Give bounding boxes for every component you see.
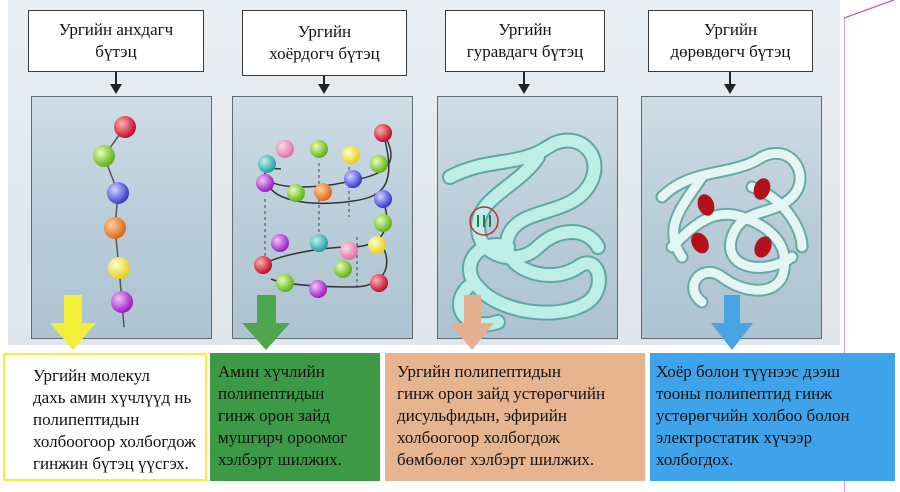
arrow-tertiary <box>450 295 494 350</box>
connector-arrow-1-head <box>110 84 122 94</box>
amino-acid-bead <box>93 145 115 167</box>
desc-secondary-line-3: гинж орон зайд <box>218 406 331 425</box>
heme-groups <box>691 178 772 258</box>
connector-arrow-3-head <box>518 84 530 94</box>
amino-acid-bead <box>107 182 129 204</box>
title-secondary-line-2: хоёрдогч бүтэц <box>269 44 380 63</box>
pointer-arrows <box>50 295 753 350</box>
title-secondary-line-1: Ургийн <box>297 22 352 41</box>
desc-quaternary-line-4: электростатик хүчээр <box>656 428 813 447</box>
title-secondary: Ургийн хоёрдогч бүтэц <box>242 10 407 76</box>
desc-primary: Ургийн молекул дахь амин хүчлүүд нь поли… <box>3 353 207 481</box>
desc-secondary-line-1: Амин хүчлийн <box>218 362 325 381</box>
arrow-primary <box>50 295 96 350</box>
desc-secondary-line-4: мушгирч ороомог <box>218 428 348 447</box>
desc-tertiary-line-4: холбоогоор холбогдож <box>397 428 560 447</box>
desc-quaternary-line-2: тооны полипептид гинж <box>656 384 833 403</box>
amino-acid-bead <box>114 116 136 138</box>
desc-tertiary-line-3: дисульфидын, эфирийн <box>397 406 567 425</box>
title-primary: Ургийн анхдагч бүтэц <box>28 10 204 72</box>
desc-tertiary-line-1: Ургийн полипептидын <box>397 362 561 381</box>
title-primary-line-1: Ургийн анхдагч <box>58 20 174 39</box>
primary-chain-illustration <box>93 116 136 328</box>
title-tertiary-line-1: Ургийн <box>498 20 552 39</box>
desc-quaternary-line-5: холбогдох. <box>656 450 734 469</box>
desc-secondary-line-5: хэлбэрт шилжих. <box>218 450 342 469</box>
title-tertiary: Ургийн гуравдагч бүтэц <box>445 10 605 72</box>
title-tertiary-line-2: гуравдагч бүтэц <box>466 42 584 61</box>
secondary-helix-illustration <box>254 124 392 298</box>
panel-primary <box>31 96 212 339</box>
arrow-quaternary <box>711 295 753 350</box>
desc-tertiary-line-5: бөмбөлөг хэлбэрт шилжих. <box>397 450 595 469</box>
desc-tertiary: Ургийн полипептидын гинж орон зайд устөр… <box>385 353 645 481</box>
amino-acid-bead <box>104 217 126 239</box>
desc-primary-line-5: гинжин бүтэц үүсгэх. <box>33 454 189 473</box>
title-quaternary: Ургийн дөрөвдөгч бүтэц <box>648 10 813 72</box>
desc-primary-line-3: полипептидын <box>33 410 140 429</box>
arrow-secondary <box>242 295 290 350</box>
title-connector-arrows <box>110 72 736 94</box>
amino-acid-bead <box>108 257 130 279</box>
connector-arrow-4-head <box>724 84 736 94</box>
quaternary-complex-illustration <box>655 146 809 309</box>
title-quaternary-line-1: Ургийн <box>703 20 758 39</box>
desc-primary-line-2: дахь амин хүчлүүд нь <box>33 388 192 407</box>
helix-highlight-marker <box>469 206 499 236</box>
desc-quaternary: Хоёр болон түүнээс дээш тооны полипептид… <box>650 353 895 481</box>
decorative-line <box>844 0 895 492</box>
desc-secondary: Амин хүчлийн полипептидын гинж орон зайд… <box>210 353 380 481</box>
amino-acid-bead <box>111 291 133 313</box>
desc-primary-line-1: Ургийн молекул <box>33 366 150 385</box>
title-primary-line-2: бүтэц <box>95 42 137 61</box>
desc-quaternary-line-1: Хоёр болон түүнээс дээш <box>656 362 840 381</box>
connector-arrow-2-head <box>318 84 330 94</box>
desc-primary-line-4: холбоогоор холбогдож <box>33 432 196 451</box>
desc-secondary-line-2: полипептидын <box>218 384 325 403</box>
desc-quaternary-line-3: устөрөгчийн холбоо болон <box>656 406 850 425</box>
title-quaternary-line-2: дөрөвдөгч бүтэц <box>670 42 791 61</box>
desc-tertiary-line-2: гинж орон зайд устөрөгчийн <box>397 384 606 403</box>
